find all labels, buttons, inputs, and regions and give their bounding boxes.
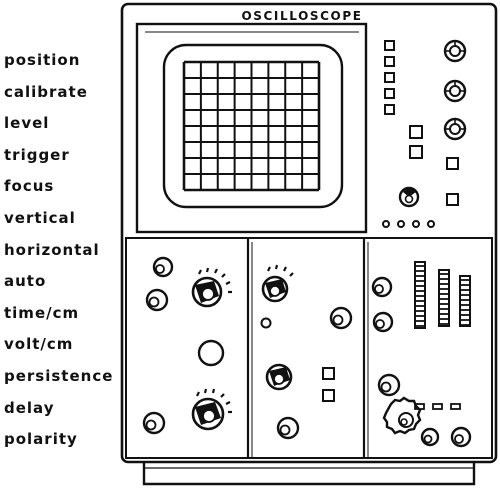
label-auto: auto: [4, 272, 47, 291]
small-knob-icon[interactable]: [372, 311, 394, 333]
device-title: OSCILLOSCOPE: [241, 9, 362, 23]
label-vertical: vertical: [4, 208, 76, 227]
dial-knob-icon[interactable]: [443, 79, 467, 103]
label-trigger: trigger: [4, 145, 70, 164]
label-position: position: [4, 51, 81, 69]
cabinet-base: [142, 462, 476, 486]
small-jack-icon[interactable]: [260, 317, 272, 329]
slider-rail[interactable]: [414, 261, 426, 329]
small-knob-icon[interactable]: [142, 411, 166, 435]
graticule-grid: [182, 60, 321, 192]
indicator-lamp: [414, 403, 425, 410]
label-volt-cm: volt/cm: [4, 335, 74, 354]
lower-right-controls: [371, 261, 472, 448]
label-focus: focus: [4, 177, 55, 196]
label-time-cm: time/cm: [4, 303, 80, 322]
lower-left-controls: [142, 256, 232, 435]
label-delay: delay: [4, 398, 55, 417]
slide-attenuator-ladders: [414, 261, 471, 329]
rotary-selector-icon[interactable]: [261, 264, 294, 303]
label-calibrate: calibrate: [4, 82, 88, 101]
small-knob-icon[interactable]: [329, 306, 353, 330]
rotary-selector-icon[interactable]: [265, 363, 293, 391]
focus-knob-icon[interactable]: [398, 186, 420, 208]
lower-middle-controls: [260, 264, 353, 440]
small-knob-icon[interactable]: [371, 276, 393, 298]
upper-dial-knobs: [398, 39, 467, 208]
dial-knob-icon[interactable]: [443, 39, 467, 63]
slider-rail[interactable]: [438, 269, 450, 327]
square-button[interactable]: [322, 389, 335, 402]
square-button[interactable]: [384, 104, 395, 115]
jack-icon[interactable]: [397, 220, 405, 228]
square-button[interactable]: [446, 157, 459, 170]
label-level: level: [4, 114, 50, 133]
square-button[interactable]: [409, 125, 423, 139]
square-button[interactable]: [384, 40, 395, 51]
jack-icon[interactable]: [427, 220, 435, 228]
small-knob-icon[interactable]: [420, 427, 440, 447]
upper-button-column: [384, 40, 459, 206]
jack-icon[interactable]: [412, 220, 420, 228]
rotary-selector-icon[interactable]: [191, 267, 232, 308]
square-button[interactable]: [384, 88, 395, 99]
small-knob-icon[interactable]: [145, 288, 169, 312]
indicator-lamp: [432, 403, 443, 410]
label-persistence: persistence: [4, 366, 114, 385]
small-knob-icon[interactable]: [377, 373, 401, 397]
slider-rail[interactable]: [459, 275, 471, 327]
small-knob-icon[interactable]: [152, 256, 174, 278]
square-button[interactable]: [322, 367, 335, 380]
round-button[interactable]: [197, 339, 225, 367]
small-knob-icon[interactable]: [450, 426, 472, 448]
square-button[interactable]: [384, 56, 395, 67]
rotary-selector-icon[interactable]: [191, 388, 232, 431]
small-knob-icon[interactable]: [276, 416, 300, 440]
dial-knob-icon[interactable]: [443, 117, 467, 141]
label-polarity: polarity: [4, 430, 78, 449]
label-horizontal: horizontal: [4, 240, 100, 259]
square-button[interactable]: [446, 193, 459, 206]
square-button[interactable]: [384, 72, 395, 83]
lower-control-panel: [125, 237, 493, 459]
control-label-list: position calibrate level trigger focus v…: [4, 49, 122, 460]
square-button[interactable]: [409, 145, 423, 159]
indicator-lamp: [450, 403, 461, 410]
jack-row: [382, 220, 435, 228]
jack-icon[interactable]: [382, 220, 390, 228]
fluted-knob-icon[interactable]: [382, 396, 422, 435]
